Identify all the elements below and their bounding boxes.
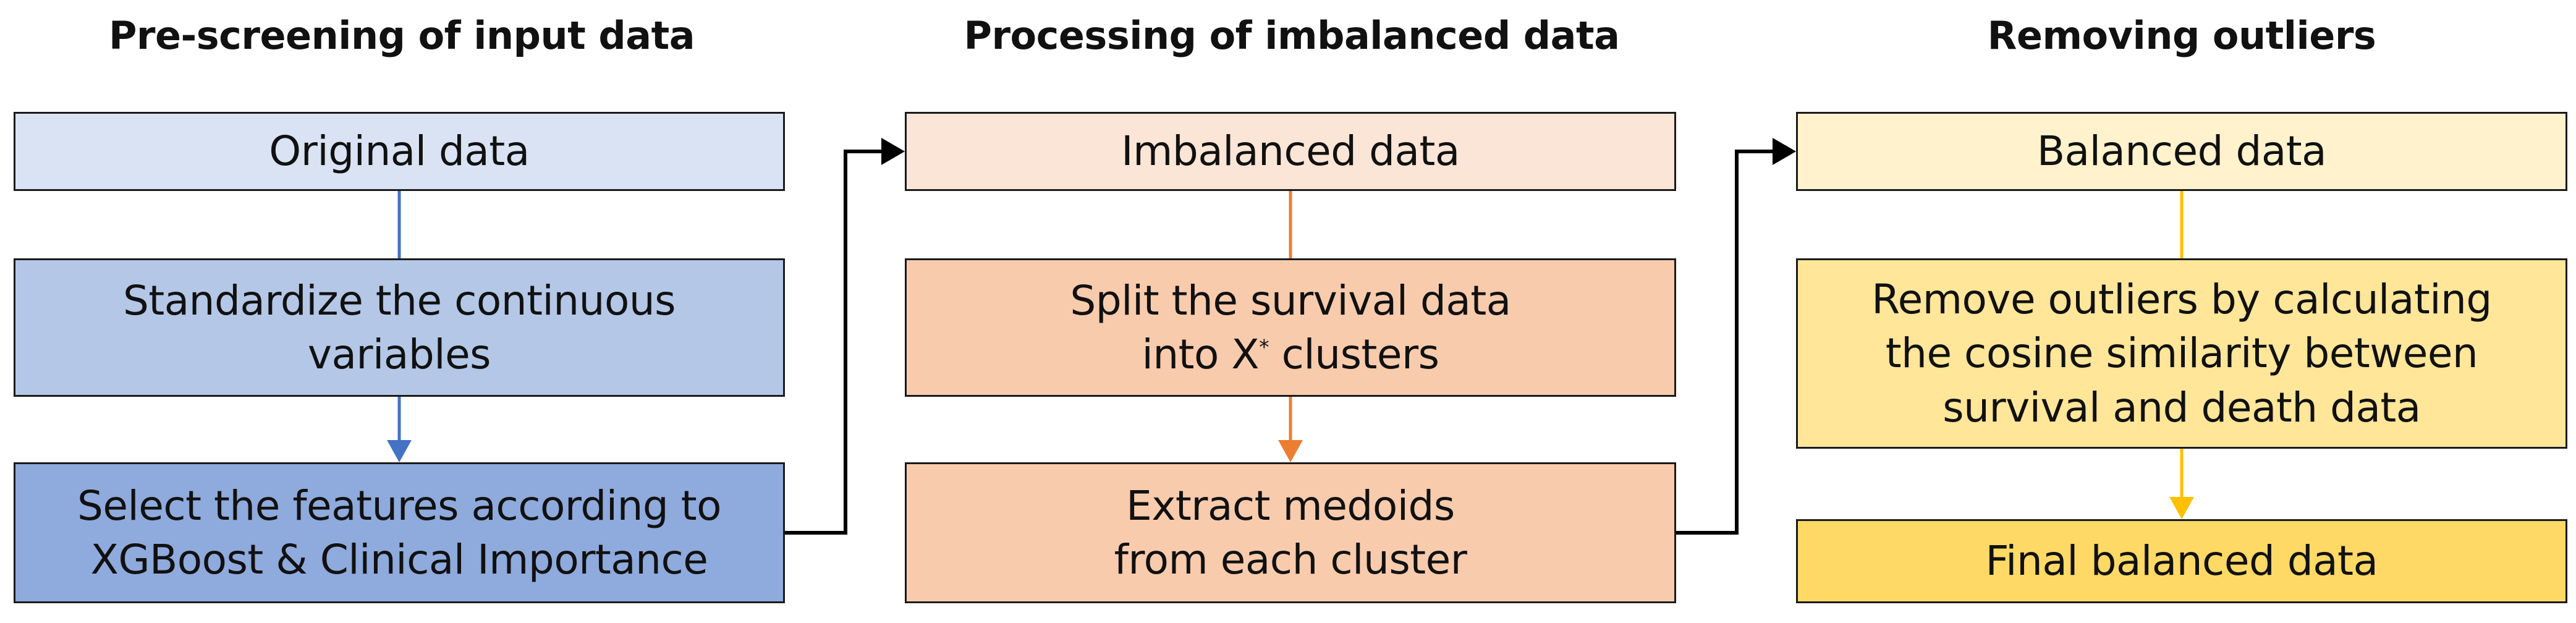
box-remove-outliers: Remove outliers by calculating the cosin…	[1796, 258, 2567, 449]
box-label: Original data	[269, 127, 530, 176]
box-label-line-1: Split the survival data	[1070, 276, 1511, 324]
box-label-line-2: from each cluster	[1114, 536, 1467, 583]
box-split-survival-data: Split the survival data into X* clusters	[905, 258, 1676, 397]
box-select-features: Select the features according to XGBoost…	[14, 462, 785, 603]
box-label-line-2: variables	[307, 331, 491, 378]
column-title-removing-outliers: Removing outliers	[1987, 13, 2376, 58]
box-label-line-2: XGBoost & Clinical Importance	[90, 536, 708, 583]
box-label-line-2: into X* clusters	[1142, 328, 1439, 381]
box-label: Balanced data	[2036, 127, 2327, 176]
box-imbalanced-data: Imbalanced data	[905, 112, 1676, 191]
arrowhead-black-2	[1773, 138, 1796, 165]
box-label-line-1: Standardize the continuous	[122, 276, 676, 324]
box-label-line-3: survival and death data	[1943, 383, 2421, 431]
clusters-suffix: clusters	[1269, 331, 1439, 378]
box-label-line-1: Select the features according to	[77, 481, 722, 530]
arrowhead-black-1	[881, 138, 905, 165]
box-label: Imbalanced data	[1121, 127, 1460, 176]
box-label: Final balanced data	[1985, 537, 2378, 585]
box-label-line-1: Extract medoids	[1126, 481, 1455, 530]
arrowhead-gold	[2169, 497, 2194, 519]
box-final-balanced-data: Final balanced data	[1796, 519, 2567, 603]
connector-select-to-imbalanced	[785, 150, 884, 535]
box-original-data: Original data	[14, 112, 785, 191]
column-title-processing: Processing of imbalanced data	[964, 13, 1621, 58]
box-label-line-2: the cosine similarity between	[1885, 329, 2478, 378]
box-extract-medoids: Extract medoids from each cluster	[905, 462, 1676, 603]
clusters-prefix: into X	[1142, 331, 1260, 378]
box-label-line-1: Remove outliers by calculating	[1871, 276, 2492, 324]
arrowhead-orange	[1278, 440, 1303, 462]
clusters-superscript: *	[1259, 335, 1269, 359]
column-title-prescreening: Pre-screening of input data	[108, 13, 695, 58]
box-standardize-variables: Standardize the continuous variables	[14, 258, 785, 397]
connector-extract-to-balanced	[1676, 150, 1775, 535]
arrowhead-blue	[387, 440, 412, 462]
box-balanced-data: Balanced data	[1796, 112, 2567, 191]
